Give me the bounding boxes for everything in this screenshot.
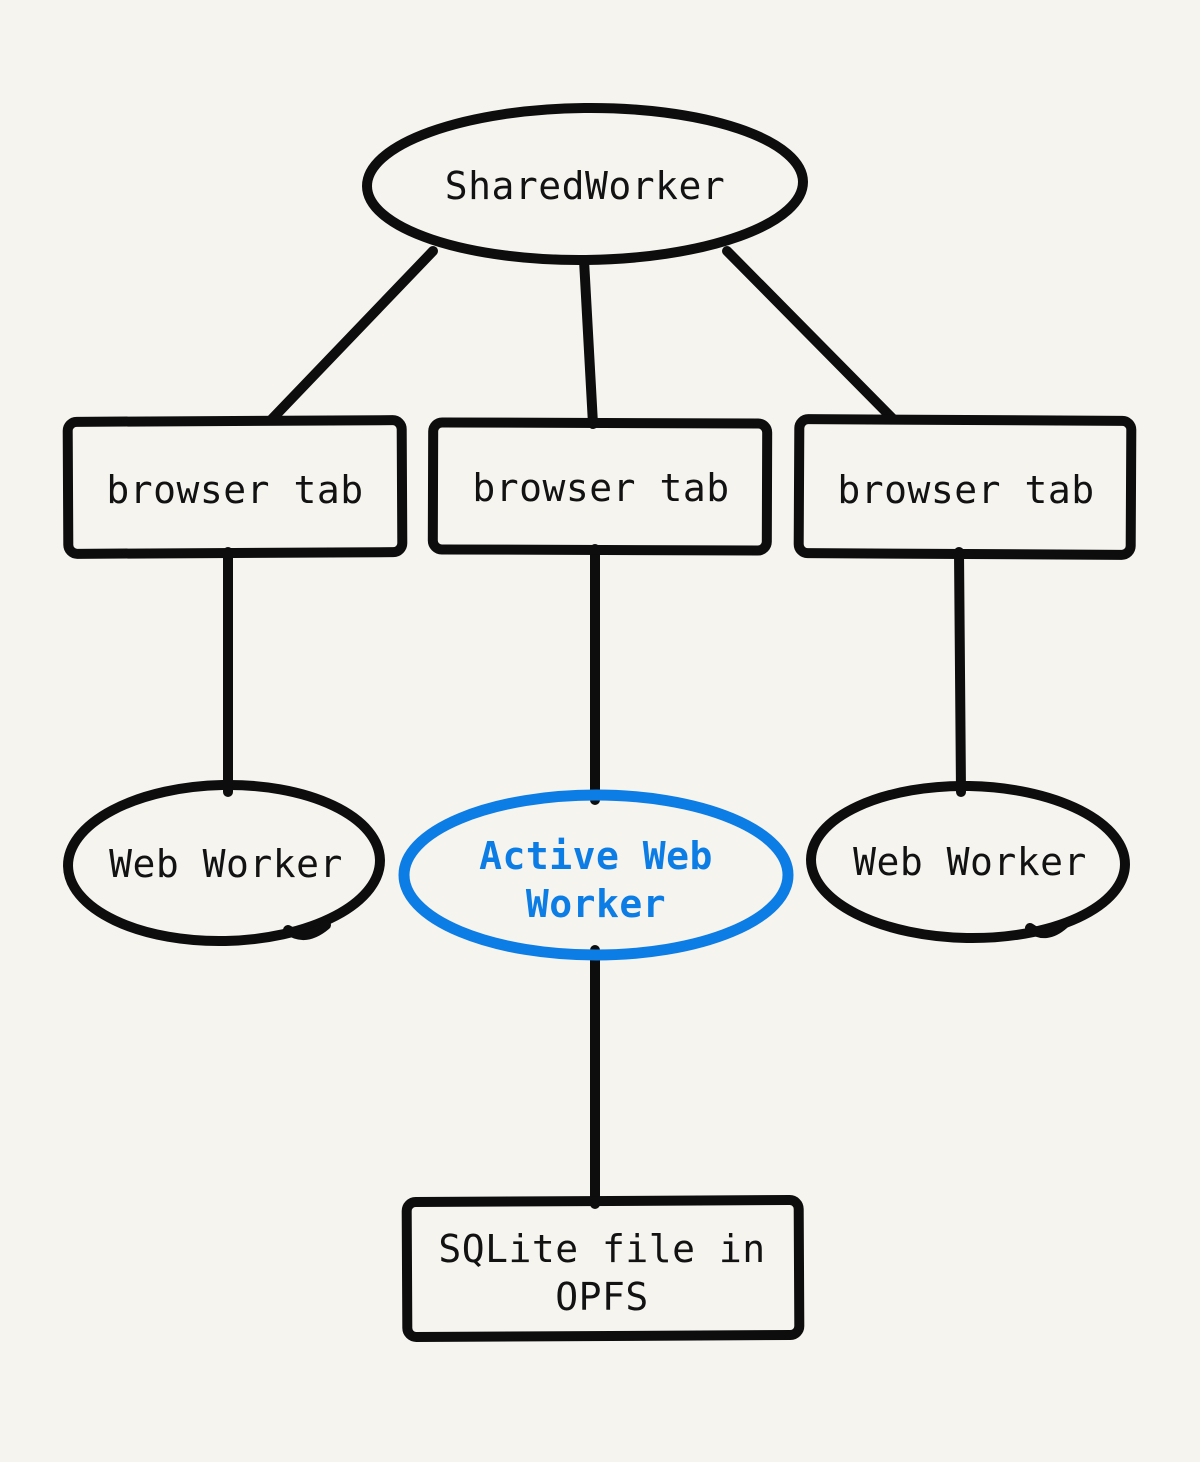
web-worker-right-ellipse	[806, 780, 1130, 944]
shared-worker-label: SharedWorker	[444, 163, 726, 208]
sqlite-opfs-label: SQLite file in OPFS	[438, 1226, 766, 1319]
web-worker-right-label: Web Worker	[853, 839, 1087, 884]
active-web-worker-label: Active Web Worker	[479, 833, 713, 926]
sqlite-opfs-box	[401, 1195, 805, 1342]
browser-tab-right-box	[793, 414, 1137, 560]
browser-tab-left-box	[62, 415, 408, 559]
browser-tab-center-box	[427, 417, 773, 556]
web-worker-left-label: Web Worker	[109, 841, 343, 886]
browser-tab-left-label: browser tab	[106, 467, 364, 512]
edge-sharedworker-to-tab-left	[267, 246, 438, 424]
edge-sharedworker-to-tab-center	[579, 255, 598, 429]
browser-tab-right-label: browser tab	[837, 467, 1095, 512]
edge-tab-right-to-worker-right	[954, 547, 966, 797]
edge-sharedworker-to-tab-right	[722, 246, 898, 424]
web-worker-left-ellipse	[63, 779, 385, 947]
web-worker-left-pen-overshoot	[283, 920, 331, 940]
active-web-worker-ellipse	[398, 789, 794, 961]
web-worker-right-pen-overshoot	[1025, 919, 1069, 939]
browser-tab-center-label: browser tab	[472, 465, 730, 510]
shared-worker-ellipse	[362, 102, 808, 266]
